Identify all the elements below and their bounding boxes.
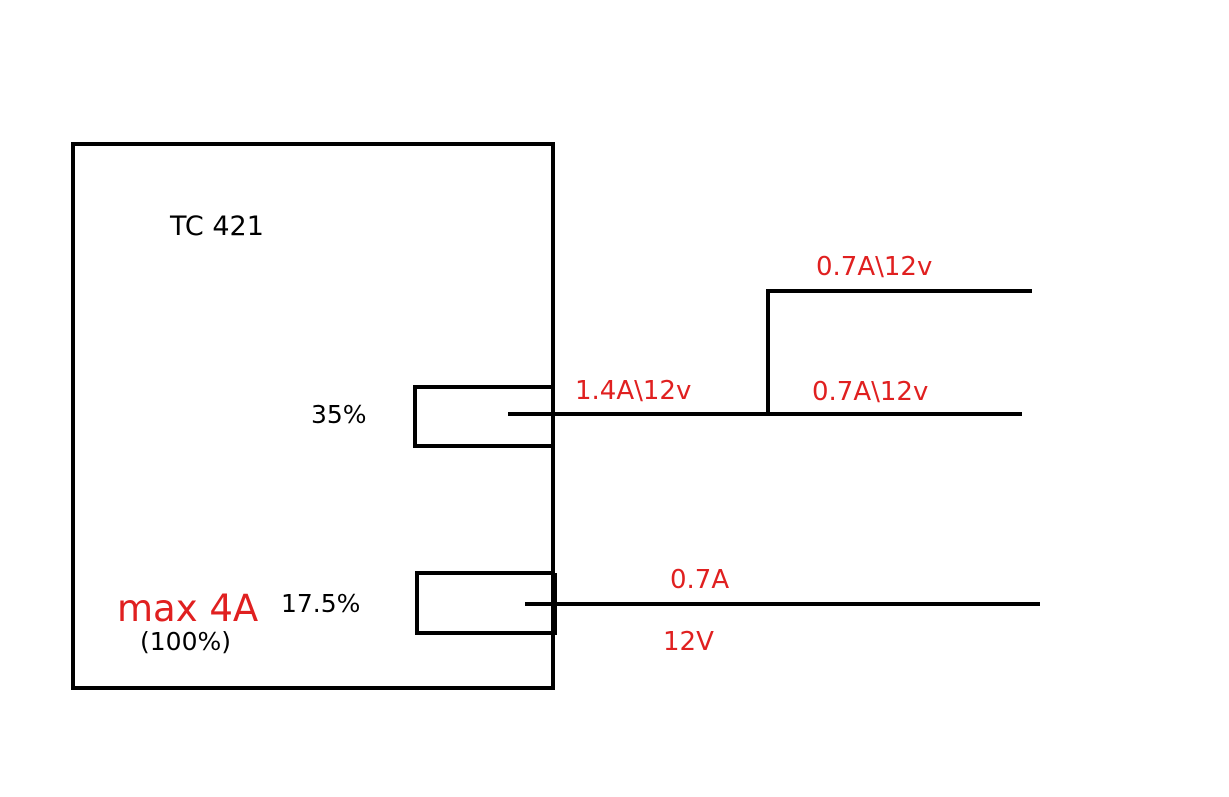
max-current-label: max 4A bbox=[117, 587, 259, 630]
channel-1-output-label: 1.4A\12v bbox=[575, 376, 692, 406]
channel-1-branch-bottom-label: 0.7A\12v bbox=[812, 377, 929, 407]
channel-2-current-label: 0.7A bbox=[670, 565, 730, 595]
channel-1-percent: 35% bbox=[311, 400, 367, 429]
channel-2-port bbox=[415, 571, 557, 635]
channel-1-port bbox=[413, 385, 553, 448]
max-percent-label: (100%) bbox=[140, 627, 231, 656]
channel-2-percent: 17.5% bbox=[281, 589, 361, 618]
channel-2-voltage-label: 12V bbox=[663, 627, 714, 657]
device-name: TC 421 bbox=[170, 211, 264, 242]
channel-1-branch-top-label: 0.7A\12v bbox=[816, 252, 933, 282]
